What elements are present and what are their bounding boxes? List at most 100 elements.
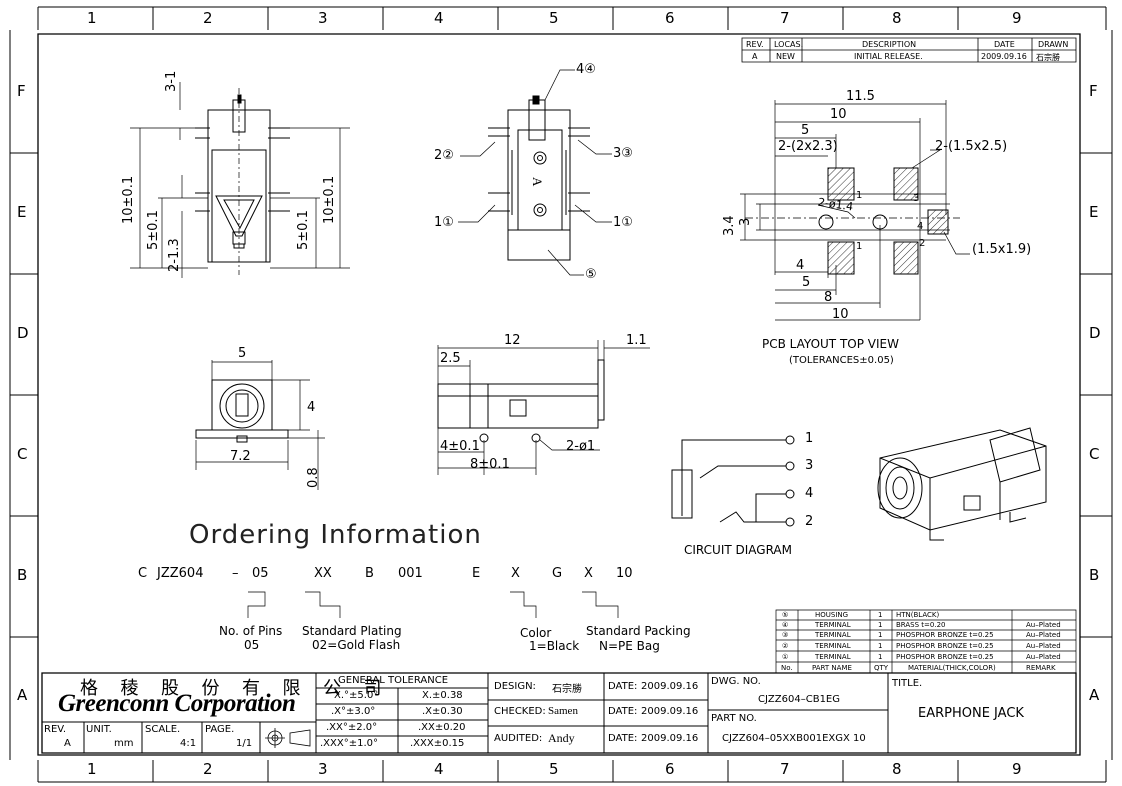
pcb-dim-5-top: 5 xyxy=(801,123,810,138)
pcb-dim-pads-right: 2-(1.5x2.5) xyxy=(935,139,1008,154)
company-name-chinese: 格 稜 股 份 有 限 公 司 xyxy=(80,678,391,698)
top-dim-hole: 2-ø1 xyxy=(566,439,596,454)
pcb-pad-num-2: 2 xyxy=(919,238,926,249)
front-callout-5: ⑤ xyxy=(585,267,597,282)
bom-row-remark: Au–Plated xyxy=(1026,642,1061,650)
bom-row-remark: Au–Plated xyxy=(1026,621,1061,629)
date-label-checked: DATE: xyxy=(608,706,638,717)
pcb-dim-4: 4 xyxy=(796,258,805,273)
order-code-color: X xyxy=(511,566,520,581)
rev-value: A xyxy=(64,738,71,749)
top-dim-overall: 12 xyxy=(504,333,521,348)
zone-row-D-right: D xyxy=(1089,324,1101,342)
zone-col-8-bottom: 8 xyxy=(892,760,902,778)
side-dim-right-outer: 10±0.1 xyxy=(322,175,337,224)
bom-row-material: BRASS t=0.20 xyxy=(896,621,946,629)
unit-label: UNIT. xyxy=(86,724,112,735)
end-dim-right: 4 xyxy=(307,400,316,415)
bom-row-remark: Au–Plated xyxy=(1026,631,1061,639)
pcb-pad-num-4: 4 xyxy=(917,221,924,232)
zone-col-9-bottom: 9 xyxy=(1012,760,1022,778)
rev-header-date: DATE xyxy=(994,40,1015,49)
bom-row-part-name: HOUSING xyxy=(815,611,849,619)
scale-label: SCALE. xyxy=(145,724,181,735)
side-view-outline xyxy=(195,88,290,275)
company-name-english: Greenconn Corporation xyxy=(58,690,296,717)
top-dim-right: 1.1 xyxy=(626,333,647,348)
bom-row-material: PHOSPHOR BRONZE t=0.25 xyxy=(896,653,994,661)
order-note-color-value: 1=Black xyxy=(529,639,580,653)
date-label-design: DATE: xyxy=(608,681,638,692)
front-callout-2: 2② xyxy=(434,148,454,163)
circuit-pin-1: 1 xyxy=(805,431,814,446)
part-no-value: CJZZ604–05XXB001EXGX 10 xyxy=(722,733,866,744)
top-view-outline xyxy=(438,360,604,442)
bom-row-part-name: TERMINAL xyxy=(815,653,851,661)
bom-row-no: ④ xyxy=(782,621,789,629)
date-value-checked: 2009.09.16 xyxy=(641,706,699,717)
projection-symbol xyxy=(265,728,310,748)
order-code-pins: 05 xyxy=(252,566,269,581)
isometric-jack-sketch xyxy=(877,428,1046,540)
rev-value-date: 2009.09.16 xyxy=(981,52,1027,61)
order-code-001: 001 xyxy=(398,566,423,581)
order-note-plating-value: 02=Gold Flash xyxy=(312,638,401,652)
tol-linear-0: X.±0.38 xyxy=(422,690,463,701)
zone-row-F-right: F xyxy=(1089,82,1098,100)
page-value: 1/1 xyxy=(236,738,253,749)
tol-angle-0: X.°±5.0° xyxy=(334,690,379,701)
dwg-no-value: CJZZ604–CB1EG xyxy=(758,694,840,705)
page-label: PAGE. xyxy=(205,724,235,735)
bom-row-qty: 1 xyxy=(878,653,883,661)
zone-row-F-left: F xyxy=(17,82,26,100)
bom-row-no: ③ xyxy=(782,631,789,639)
bom-row-material: PHOSPHOR BRONZE t=0.25 xyxy=(896,631,994,639)
unit-value: mm xyxy=(114,738,134,749)
bom-header-no: No. xyxy=(781,664,793,672)
audited-label: AUDITED: xyxy=(494,733,543,744)
zone-col-1-bottom: 1 xyxy=(87,760,97,778)
date-value-audited: 2009.09.16 xyxy=(641,733,699,744)
side-view-dims xyxy=(130,82,350,278)
bom-row-material: HTN(BLACK) xyxy=(896,611,940,619)
bom-row-material: PHOSPHOR BRONZE t=0.25 xyxy=(896,642,994,650)
order-note-plating-label: Standard Plating xyxy=(302,624,402,638)
pcb-dim-3-4: 3.4 xyxy=(722,215,737,236)
bom-header-name: PART NAME xyxy=(812,664,852,672)
revision-block-grid xyxy=(742,38,1076,62)
bom-row-qty: 1 xyxy=(878,621,883,629)
end-dim-top: 5 xyxy=(238,346,247,361)
tol-angle-1: .X°±3.0° xyxy=(331,706,376,717)
bom-row-part-name: TERMINAL xyxy=(815,621,851,629)
tol-linear-2: .XX±0.20 xyxy=(418,722,466,733)
pcb-dim-3: 3 xyxy=(738,217,753,226)
zone-col-8-top: 8 xyxy=(892,9,902,27)
zone-col-5-bottom: 5 xyxy=(549,760,559,778)
front-callout-1-left: 1① xyxy=(434,215,454,230)
order-note-pins-label: No. of Pins xyxy=(219,624,283,638)
bom-header-material: MATERIAL(THICK,COLOR) xyxy=(908,664,996,672)
zone-col-9-top: 9 xyxy=(1012,9,1022,27)
date-label-audited: DATE: xyxy=(608,733,638,744)
zone-ticks xyxy=(10,7,1112,782)
checked-label: CHECKED: xyxy=(494,706,546,717)
front-callout-4: 4④ xyxy=(576,62,596,77)
ordering-title: Ordering Information xyxy=(189,520,482,550)
zone-col-1-top: 1 xyxy=(87,9,97,27)
zone-col-4-bottom: 4 xyxy=(434,760,444,778)
top-view-dims xyxy=(438,340,650,475)
end-view-dims xyxy=(196,360,325,490)
bom-row-remark: Au–Plated xyxy=(1026,653,1061,661)
zone-row-E-right: E xyxy=(1089,203,1099,221)
rev-header-locas: LOCAS. xyxy=(774,40,804,49)
ordering-leaders xyxy=(248,592,618,618)
side-dim-top: 3-1 xyxy=(164,70,179,92)
zone-row-E-left: E xyxy=(17,203,27,221)
bom-row-no: ① xyxy=(782,653,789,661)
order-code-e: E xyxy=(472,566,481,581)
zone-col-6-top: 6 xyxy=(665,9,675,27)
zone-col-5-top: 5 xyxy=(549,9,559,27)
end-dim-small: 0.8 xyxy=(306,467,321,488)
